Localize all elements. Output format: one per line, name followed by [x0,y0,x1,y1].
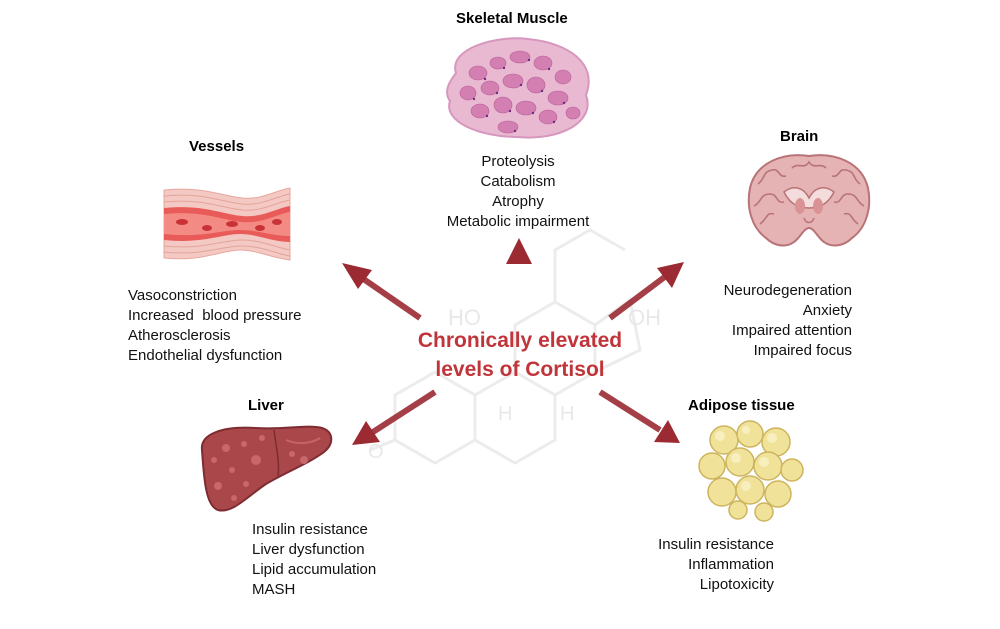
effect-item: MASH [252,581,296,598]
liver-effects: Insulin resistance Liver dysfunction Lip… [252,520,376,600]
blood-vessel-icon [163,187,291,261]
arrow-to-brain [608,262,684,321]
oh-label: OH [628,305,661,330]
adipose-tissue-title: Adipose tissue [688,397,795,414]
effect-item: Liver dysfunction [252,541,365,558]
effect-item: Proteolysis [481,153,555,170]
adipose-effects: Insulin resistance Inflammation Lipotoxi… [658,535,774,595]
liver-icon [200,425,333,512]
skeletal-muscle-title: Skeletal Muscle [456,10,568,27]
effect-item: Lipid accumulation [252,561,377,578]
effect-item: Increased blood pressure [128,307,302,324]
brain-effects: Neurodegeneration Anxiety Impaired atten… [724,281,852,361]
skeletal-muscle-effects: Proteolysis Catabolism Atrophy Metabolic… [416,152,620,232]
vessels-title: Vessels [189,138,245,155]
arrow-to-vessels [342,263,422,321]
effect-item: Insulin resistance [658,536,774,553]
effect-item: Inflammation [688,556,774,573]
liver-title: Liver [248,397,284,414]
center-label-line-2: levels of Cortisol [435,358,605,381]
arrow-to-adipose [598,389,680,443]
effect-item: Anxiety [802,302,852,319]
muscle-tissue-icon [446,37,590,139]
effect-item: Catabolism [480,173,556,190]
brain-section-icon [747,154,871,247]
brain-title: Brain [780,128,819,145]
effect-item: Neurodegeneration [723,282,852,299]
effect-item: Vasoconstriction [128,287,237,304]
h-label-1: H [498,403,512,425]
o-label: O [368,441,384,463]
ho-label: HO [448,305,481,330]
effect-item: Insulin resistance [252,521,368,538]
effect-item: Impaired focus [753,342,852,359]
center-label: Chronically elevated levels of Cortisol [380,326,660,384]
effect-item: Lipotoxicity [699,576,774,593]
arrow-to-liver [352,389,437,445]
effect-item: Impaired attention [731,322,852,339]
adipose-cells-icon [698,420,804,522]
h-label-2: H [560,403,574,425]
arrow-to-skeletal-muscle [506,238,532,318]
center-label-line-1: Chronically elevated [417,329,623,352]
effect-item: Metabolic impairment [446,213,590,230]
vessels-effects: Vasoconstriction Increased blood pressur… [128,286,301,366]
effect-item: Atherosclerosis [128,327,231,344]
effect-item: Endothelial dysfunction [128,347,283,364]
effect-item: Atrophy [492,193,544,210]
